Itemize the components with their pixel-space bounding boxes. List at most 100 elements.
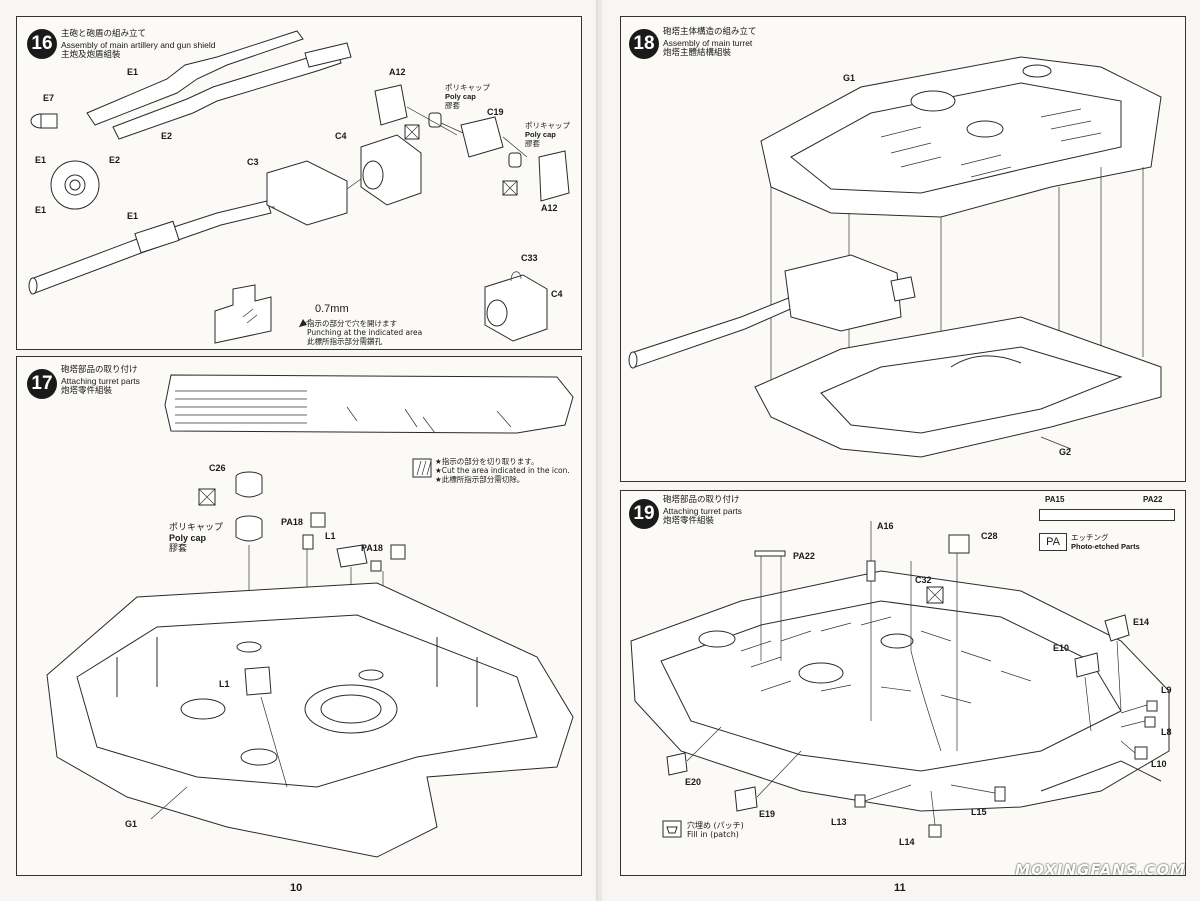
pe-code-box: PA — [1039, 533, 1067, 551]
polycap-1-cn: 膠套 — [445, 101, 460, 110]
part-label-l1-top: L1 — [325, 531, 336, 541]
polycap-2-en: Poly cap — [525, 130, 556, 139]
step-16-drawing — [28, 30, 570, 344]
part-label-c3: C3 — [247, 157, 259, 167]
part-label-a16: A16 — [877, 521, 894, 531]
fill-jp: 穴埋め (パッチ) — [687, 821, 744, 830]
page-gutter — [596, 0, 604, 901]
part-label-e20: E20 — [685, 777, 702, 787]
step-18-title-jp: 砲塔主体構造の組み立て — [663, 27, 757, 37]
step-17-title-cn: 炮塔零件組裝 — [61, 386, 113, 396]
part-label-l15: L15 — [971, 807, 987, 817]
step-18-title-en: Assembly of main turret — [663, 37, 753, 48]
part-label-a12-top: A12 — [389, 67, 406, 77]
part-label-l1-lower: L1 — [219, 679, 230, 689]
polycap-1-jp: ポリキャップ — [445, 83, 490, 92]
cut-cn: ★此標所指示部分需切除。 — [435, 475, 525, 484]
step-19-drawing — [630, 521, 1170, 838]
step-17-drawing — [46, 374, 574, 858]
step-16-title-cn: 主炮及炮盾組裝 — [61, 50, 121, 60]
part-label-e14: E14 — [1133, 617, 1150, 627]
fill-note: 穴埋め (パッチ) Fill in (patch) — [687, 821, 744, 839]
page-number-right: 11 — [894, 882, 906, 894]
step-17-number: 17 — [27, 369, 57, 399]
part-label-e10: E10 — [1053, 643, 1070, 653]
pe-jp: エッチング — [1071, 533, 1109, 542]
part-label-e1-barrel: E1 — [127, 211, 139, 221]
part-label-c4-detail: C4 — [551, 289, 563, 299]
part-label-a12-right: A12 — [541, 203, 558, 213]
step-19-heading: 砲塔部品の取り付け Attaching turret parts 炮塔零件組裝 — [663, 495, 742, 527]
pe-fret — [1039, 509, 1175, 521]
part-label-e2: E2 — [161, 131, 173, 141]
polycap-note-17: ポリキャップ Poly cap 膠套 — [169, 523, 223, 554]
step-17-panel: 17 砲塔部品の取り付け Attaching turret parts 炮塔零件… — [16, 356, 582, 876]
punch-cn: 此標所指示部分需鑽孔 — [307, 337, 382, 346]
page-number-left: 10 — [290, 882, 303, 894]
pe-label-pa22: PA22 — [1143, 495, 1163, 504]
punch-en: Punching at the indicated area — [307, 328, 423, 337]
part-label-l14: L14 — [899, 837, 915, 847]
part-label-e2-end: E2 — [109, 155, 121, 165]
step-19-title-jp: 砲塔部品の取り付け — [663, 495, 740, 505]
step-18-drawing — [628, 56, 1162, 458]
part-label-pa22-body: PA22 — [793, 551, 815, 561]
step-16-number: 16 — [27, 29, 57, 59]
step-18-number: 18 — [629, 29, 659, 59]
polycap-2-cn: 膠套 — [525, 139, 540, 148]
step-17-heading: 砲塔部品の取り付け Attaching turret parts 炮塔零件組裝 — [61, 365, 140, 397]
step-19-title-cn: 炮塔零件組裝 — [663, 516, 715, 526]
step-16-heading: 主砲と砲盾の組み立て Assembly of main artillery an… — [61, 29, 216, 61]
polycap-17-cn: 膠套 — [169, 544, 188, 554]
pe-note: エッチング Photo-etched Parts — [1071, 533, 1140, 551]
part-label-e7: E7 — [43, 93, 55, 103]
punch-jp: 指示の部分で穴を開けます — [307, 319, 397, 328]
step-16-title-jp: 主砲と砲盾の組み立て — [61, 29, 147, 39]
part-label-pa18-right: PA18 — [361, 543, 383, 553]
part-label-l13: L13 — [831, 817, 847, 827]
part-label-l8: L8 — [1161, 727, 1172, 737]
part-label-g2-18: G2 — [1059, 447, 1072, 457]
part-label-g1-18: G1 — [843, 73, 856, 83]
drill-size: 0.7mm — [315, 303, 349, 315]
punch-note: 指示の部分で穴を開けます Punching at the indicated a… — [307, 319, 422, 346]
step-19-number: 19 — [629, 499, 659, 529]
polycap-note-1: ポリキャップ Poly cap 膠套 — [445, 83, 490, 110]
pe-en: Photo-etched Parts — [1071, 542, 1140, 551]
step-18-title-cn: 炮塔主體結構組裝 — [663, 48, 732, 58]
part-label-c28: C28 — [981, 531, 998, 541]
part-label-e19: E19 — [759, 809, 776, 819]
step-16-title-en: Assembly of main artillery and gun shiel… — [61, 39, 216, 50]
polycap-17-jp: ポリキャップ — [169, 523, 224, 533]
step-18-panel: 18 砲塔主体構造の組み立て Assembly of main turret 炮… — [620, 16, 1186, 482]
part-label-c19: C19 — [487, 107, 504, 117]
step-19-title-en: Attaching turret parts — [663, 505, 742, 516]
polycap-1-en: Poly cap — [445, 92, 476, 101]
left-page: 16 主砲と砲盾の組み立て Assembly of main artillery… — [0, 0, 598, 901]
part-label-c26: C26 — [209, 463, 226, 473]
part-label-g1: G1 — [125, 819, 138, 829]
step-16-panel: 16 主砲と砲盾の組み立て Assembly of main artillery… — [16, 16, 582, 350]
polycap-17-en: Poly cap — [169, 533, 207, 543]
step-17-title-jp: 砲塔部品の取り付け — [61, 365, 138, 375]
part-label-e1: E1 — [127, 67, 139, 77]
polycap-2-jp: ポリキャップ — [525, 121, 570, 130]
part-label-c4: C4 — [335, 131, 347, 141]
step-19-panel: 19 砲塔部品の取り付け Attaching turret parts 炮塔零件… — [620, 490, 1186, 876]
cut-note: ★指示の部分を切り取ります。 ★Cut the area indicated i… — [435, 457, 570, 484]
cut-jp: ★指示の部分を切り取ります。 — [435, 457, 539, 466]
part-label-l9: L9 — [1161, 685, 1172, 695]
polycap-note-2: ポリキャップ Poly cap 膠套 — [525, 121, 570, 148]
cut-en: ★Cut the area indicated in the icon. — [435, 466, 570, 475]
part-label-pa18-left: PA18 — [281, 517, 303, 527]
right-page: 18 砲塔主体構造の組み立て Assembly of main turret 炮… — [602, 0, 1200, 901]
part-label-e1-end2: E1 — [35, 205, 47, 215]
part-label-c32: C32 — [915, 575, 932, 585]
step-17-title-en: Attaching turret parts — [61, 375, 140, 386]
step-18-heading: 砲塔主体構造の組み立て Assembly of main turret 炮塔主體… — [663, 27, 757, 59]
fill-en: Fill in (patch) — [687, 830, 739, 839]
part-label-l10: L10 — [1151, 759, 1167, 769]
site-watermark: MOXINGFANS.COM — [1015, 861, 1186, 879]
part-label-c33: C33 — [521, 253, 538, 263]
pe-label-pa15: PA15 — [1045, 495, 1065, 504]
